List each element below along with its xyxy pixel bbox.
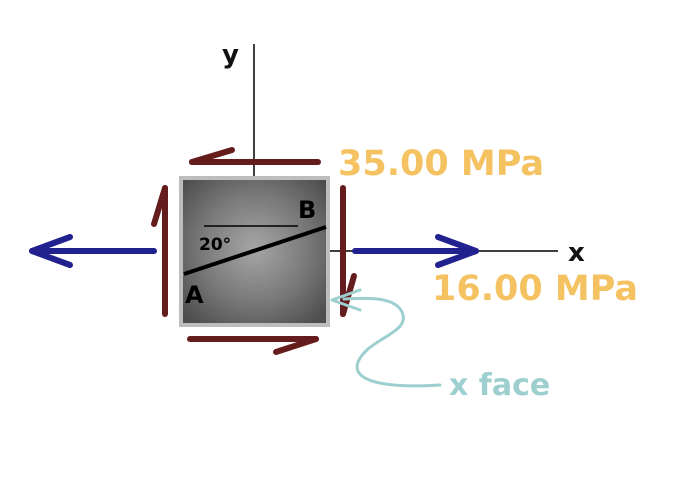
shear-arrows: [151, 147, 357, 355]
shear-arrow-top: [189, 147, 321, 165]
normal-arrow-left: [29, 234, 157, 268]
x-face-label: x face: [449, 368, 550, 403]
x-axis-label: x: [568, 238, 585, 268]
normal-arrow-right: [352, 234, 479, 268]
normal-arrows: [29, 234, 479, 268]
shear-stress-label: 35.00 MPa: [338, 144, 544, 184]
shear-arrow-left: [151, 185, 168, 317]
normal-stress-label: 16.00 MPa: [432, 269, 638, 309]
angle-label: 20°: [199, 235, 231, 255]
point-b-label: B: [298, 196, 316, 224]
y-axis-label: y: [222, 40, 239, 70]
shear-arrow-bottom: [187, 336, 319, 355]
point-a-label: A: [185, 281, 204, 309]
inclined-plane-ab: [183, 225, 327, 276]
x-face-callout-arrowhead: [330, 288, 362, 312]
x-face-callout-line: [342, 296, 442, 388]
